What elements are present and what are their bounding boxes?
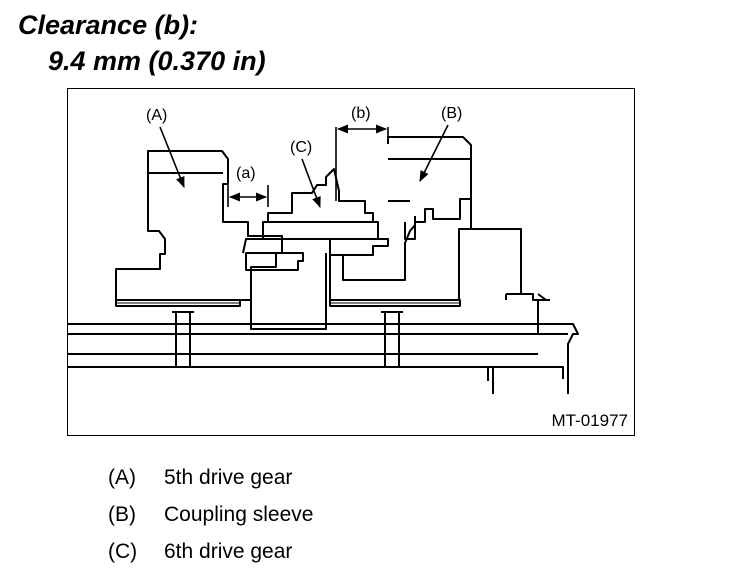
legend-key: (B) — [108, 503, 136, 526]
shaft-outline — [68, 323, 579, 394]
label-B: (B) — [441, 105, 463, 122]
fifth-drive-gear — [115, 150, 283, 301]
sixth-drive-gear — [267, 168, 374, 222]
legend-text: Coupling sleeve — [164, 503, 314, 526]
figure-id: MT-01977 — [551, 411, 628, 430]
gear-diagram-figure: (A) (B) (C) (a) (b) MT-01977 — [67, 88, 635, 436]
leader-a-upper — [159, 126, 185, 189]
leader-c — [301, 158, 321, 209]
coupling-sleeve — [387, 136, 472, 240]
legend-key: (A) — [108, 466, 136, 489]
leader-b-upper — [419, 124, 449, 183]
clearance-value: 9.4 mm (0.370 in) — [48, 46, 266, 76]
legend-key: (C) — [108, 540, 138, 563]
legend-text: 6th drive gear — [164, 540, 293, 563]
legend-text: 5th drive gear — [164, 466, 293, 489]
label-A: (A) — [146, 107, 168, 124]
clearance-title: Clearance (b): — [18, 10, 199, 40]
label-a: (a) — [236, 165, 256, 182]
shaft-pin-left — [175, 312, 191, 367]
shaft-pin-right — [384, 312, 400, 367]
label-b: (b) — [351, 105, 371, 122]
right-housing — [459, 228, 550, 301]
gear-assembly-drawing — [68, 124, 579, 394]
needle-bearing-right — [329, 299, 461, 307]
label-C: (C) — [290, 139, 313, 156]
